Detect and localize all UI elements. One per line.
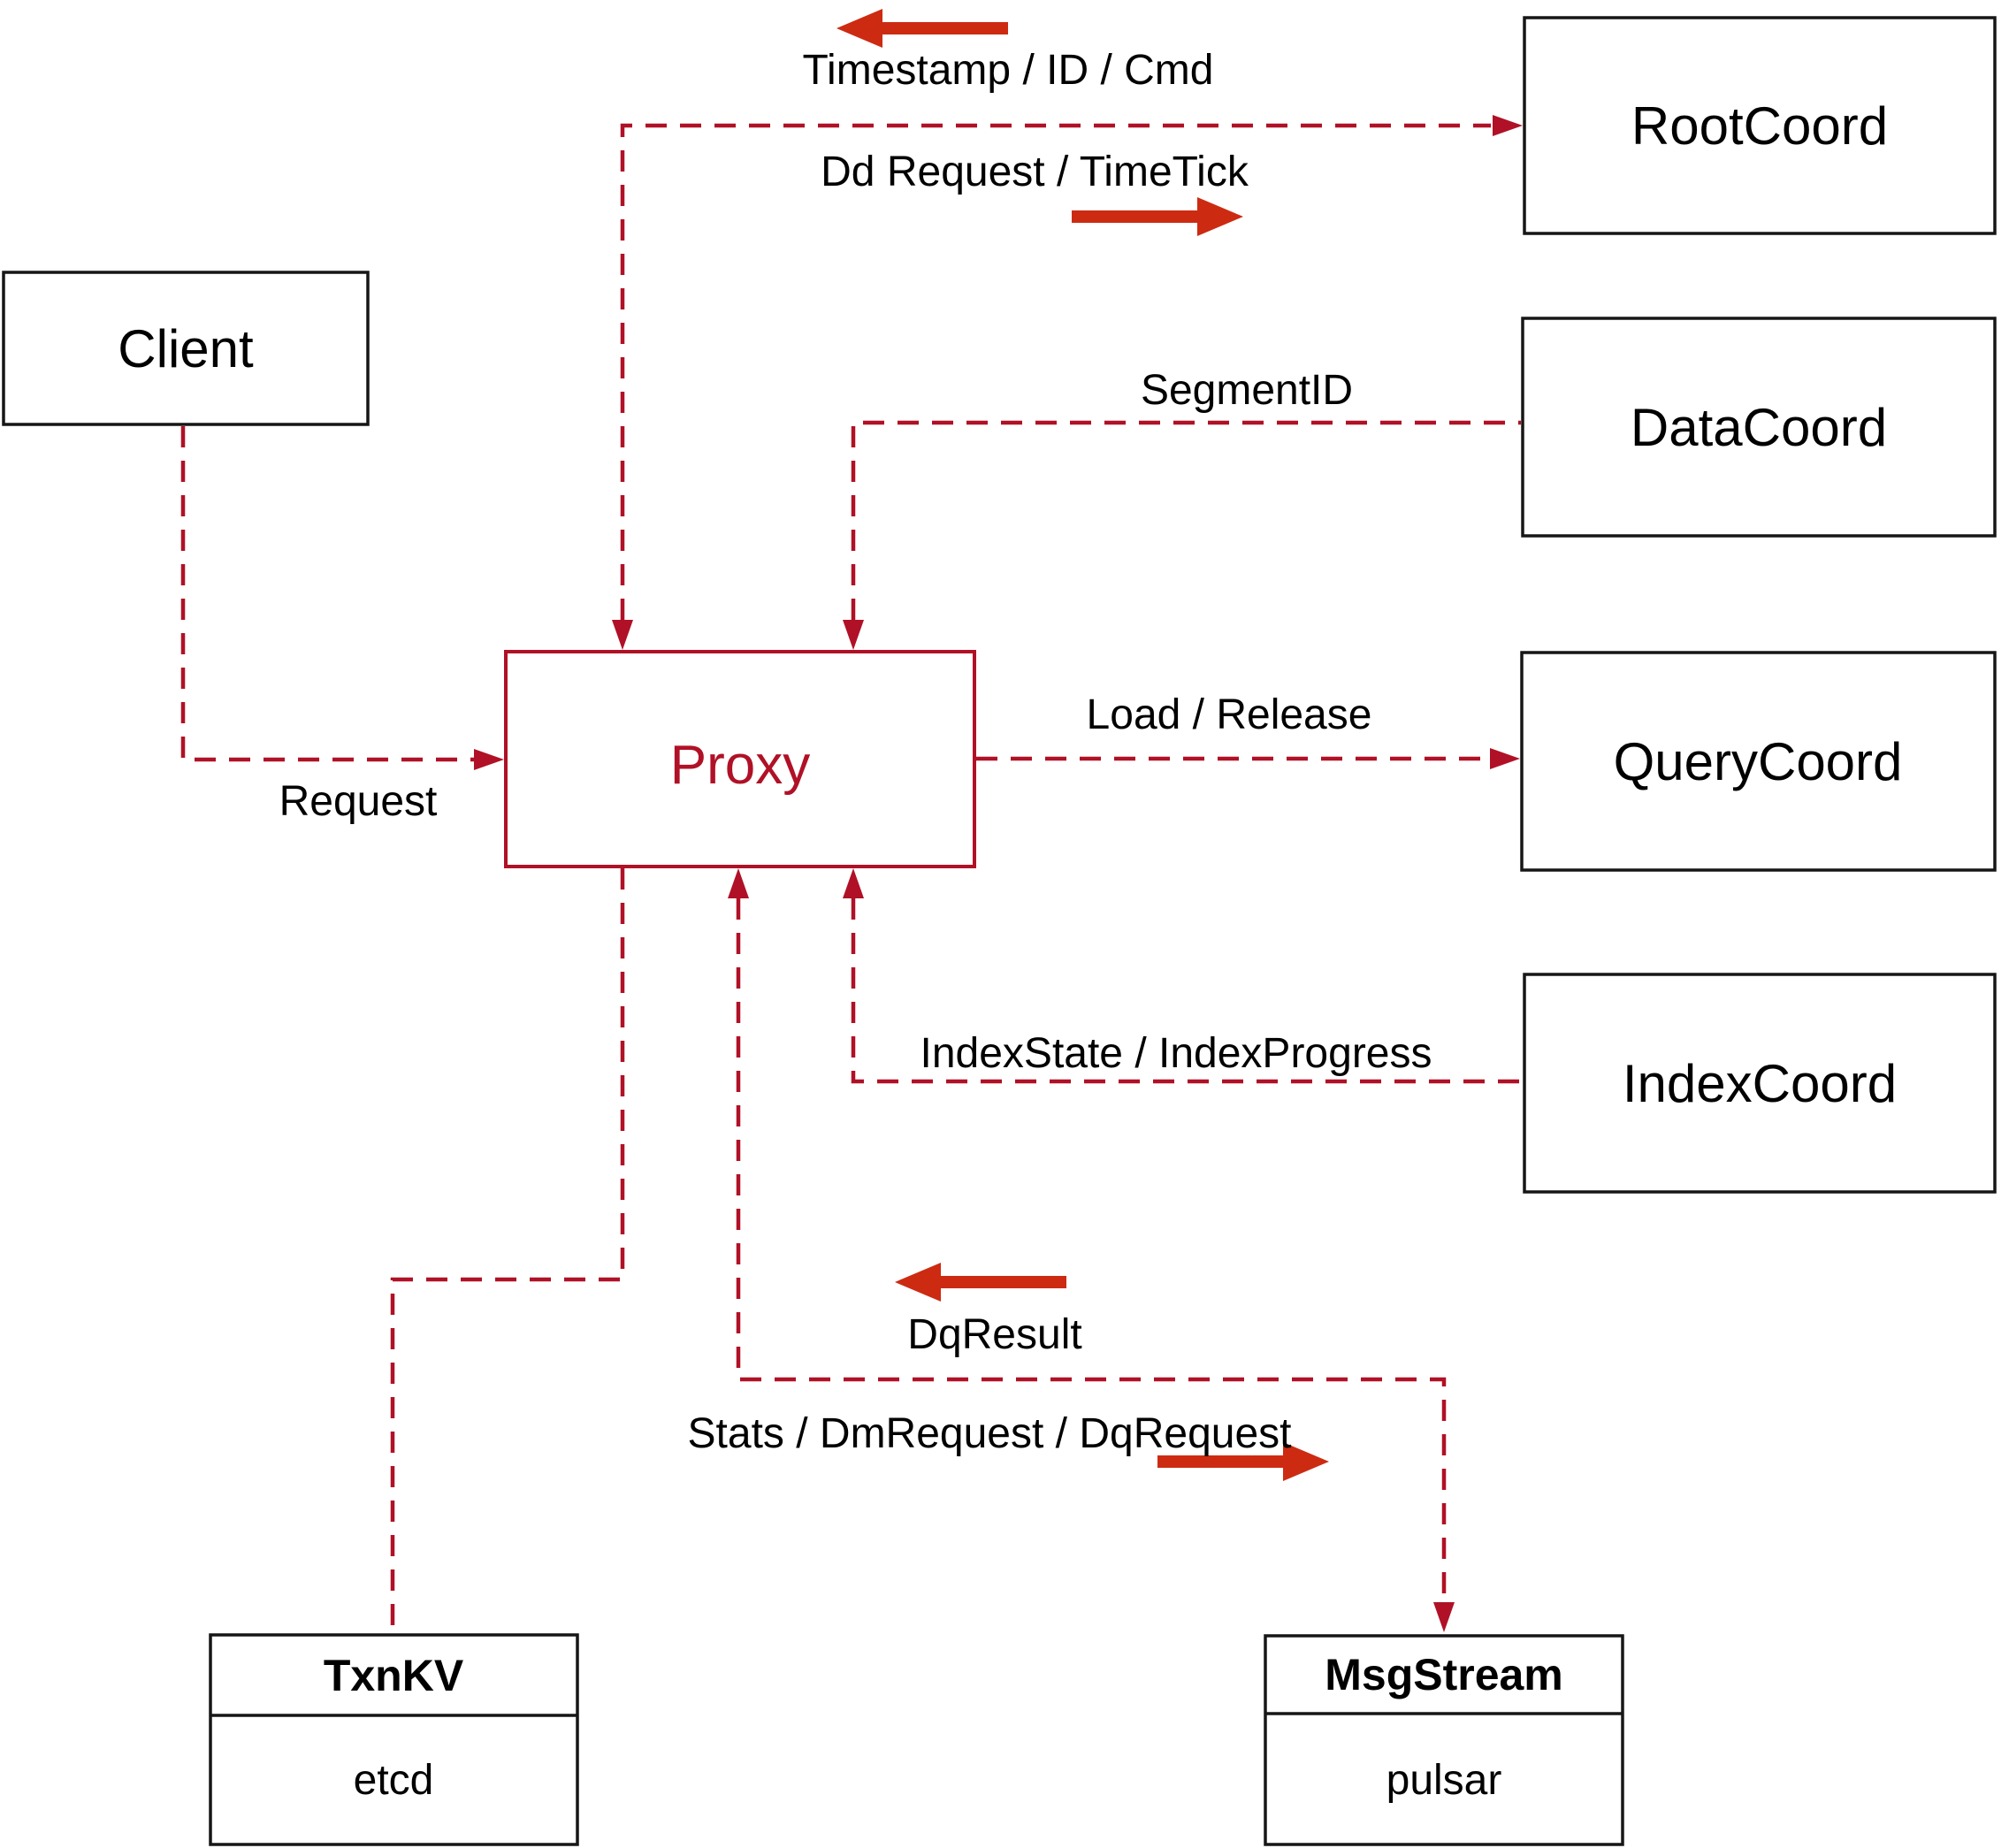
- edge-indexcoord-proxy: [851, 898, 1523, 1084]
- edge-label-dd-request-timetick: Dd Request / TimeTick: [821, 149, 1249, 195]
- node-indexcoord: [1523, 973, 1997, 1194]
- arrowhead-into-proxy-bottom-mid: [728, 868, 749, 898]
- edge-proxy-txnkv: [390, 868, 625, 1633]
- node-proxy-label: Proxy: [670, 735, 810, 796]
- node-proxy: [504, 650, 976, 868]
- arrowhead-into-proxy-top-left: [612, 620, 633, 650]
- node-datacoord-label: DataCoord: [1631, 398, 1887, 457]
- node-msgstream: [1264, 1634, 1624, 1846]
- node-datacoord: [1521, 317, 1997, 538]
- node-client: [2, 271, 370, 426]
- edge-label-segment-id: SegmentID: [1141, 367, 1353, 414]
- node-msgstream-impl: pulsar: [1386, 1757, 1502, 1804]
- edge-datacoord-proxy: [851, 420, 1521, 620]
- node-client-label: Client: [118, 319, 254, 378]
- edge-proxy-rootcoord: [620, 123, 1491, 620]
- node-querycoord-label: QueryCoord: [1614, 732, 1903, 791]
- arrowhead-into-msgstream: [1433, 1602, 1455, 1632]
- node-rootcoord: [1523, 16, 1997, 235]
- node-txnkv-impl: etcd: [354, 1757, 434, 1804]
- arrowhead-into-proxy-left: [474, 749, 504, 770]
- direction-arrow-right-ddrequest: [1072, 197, 1243, 236]
- node-querycoord: [1520, 651, 1997, 872]
- arrowhead-into-querycoord: [1490, 748, 1520, 769]
- node-indexcoord-label: IndexCoord: [1623, 1054, 1897, 1113]
- edge-proxy-msgstream: [736, 898, 1447, 1602]
- node-msgstream-title: MsgStream: [1325, 1650, 1563, 1699]
- node-txnkv-title: TxnKV: [324, 1651, 464, 1700]
- arrowhead-into-proxy-top-right: [843, 620, 864, 650]
- direction-arrow-left-dqresult: [895, 1263, 1066, 1302]
- arrowhead-into-proxy-bottom-right: [843, 868, 864, 898]
- edge-client-proxy: [180, 426, 474, 762]
- edge-label-request: Request: [279, 778, 438, 825]
- node-txnkv: [209, 1633, 579, 1846]
- direction-arrow-left-timestamp: [836, 9, 1008, 48]
- direction-arrow-right-stats: [1157, 1442, 1329, 1481]
- edge-label-stats-dm-dq: Stats / DmRequest / DqRequest: [688, 1410, 1292, 1457]
- node-rootcoord-label: RootCoord: [1631, 96, 1888, 156]
- edge-label-dq-result: DqResult: [907, 1311, 1081, 1358]
- arrowhead-into-rootcoord: [1493, 115, 1523, 136]
- edge-label-timestamp-id-cmd: Timestamp / ID / Cmd: [803, 47, 1214, 94]
- edge-label-load-release: Load / Release: [1087, 691, 1372, 738]
- edge-label-index-state: IndexState / IndexProgress: [920, 1030, 1432, 1077]
